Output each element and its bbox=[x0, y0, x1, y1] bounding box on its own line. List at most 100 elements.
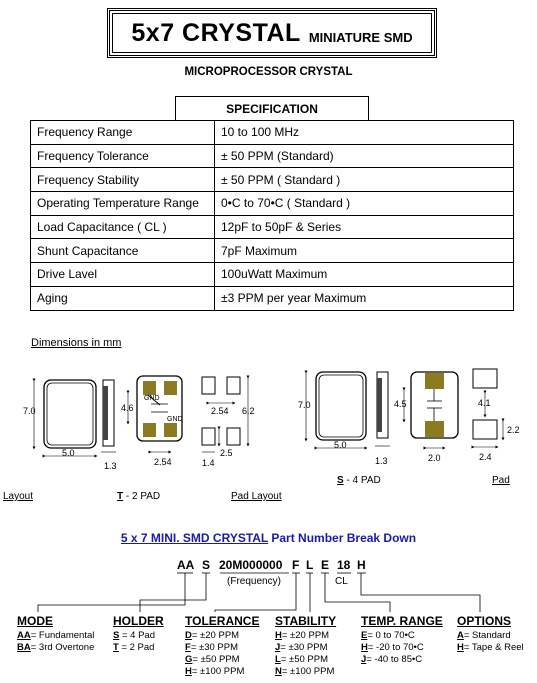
s-package-side-drawing bbox=[375, 371, 390, 447]
list-item: AA= Fundamental bbox=[17, 630, 95, 641]
pn-code-s: S bbox=[202, 558, 211, 572]
spec-value: ±3 PPM per year Maximum bbox=[214, 285, 514, 311]
spec-param: Operating Temperature Range bbox=[30, 191, 215, 216]
list-item: F= ±30 PPM bbox=[185, 642, 239, 653]
dimensions-title: Dimensions in mm bbox=[31, 337, 122, 349]
list-item: H= Tape & Reel bbox=[457, 642, 524, 653]
s-dim-land-pitch: 2.4 bbox=[479, 452, 492, 462]
pn-freq-label: (Frequency) bbox=[227, 576, 281, 587]
tolerance-heading: TOLERANCE bbox=[185, 614, 260, 628]
s-dim-pad-h: 4.5 bbox=[394, 399, 407, 409]
table-row: Aging±3 PPM per year Maximum bbox=[30, 285, 514, 311]
t-gnd-label-1: GND bbox=[144, 395, 160, 402]
t-caption: T - 2 PAD bbox=[117, 491, 160, 502]
part-number-title-main: 5 x 7 MINI. SMD CRYSTAL bbox=[120, 531, 269, 545]
part-number-title-rest: Part Number Break Down bbox=[268, 531, 417, 545]
spec-value: 12pF to 50pF & Series bbox=[214, 214, 514, 240]
page-title-sub: MINIATURE SMD bbox=[308, 29, 413, 45]
s-caption-code: S bbox=[337, 475, 344, 486]
t-dim-pad-spacing: 2.54 bbox=[154, 457, 172, 467]
tolerance-list: D= ±20 PPM F= ±30 PPM G= ±50 PPM H= ±100… bbox=[185, 630, 244, 678]
s-caption: S - 4 PAD bbox=[337, 475, 381, 486]
spec-param: Frequency Stability bbox=[30, 167, 215, 193]
holder-list: S = 4 Pad T = 2 Pad bbox=[113, 630, 155, 654]
spec-value: 10 to 100 MHz bbox=[214, 120, 514, 145]
spec-value: ± 50 PPM (Standard) bbox=[214, 143, 514, 169]
page-subtitle: MICROPROCESSOR CRYSTAL bbox=[184, 66, 353, 78]
list-item: E= 0 to 70•C bbox=[361, 630, 415, 641]
spec-value: 7pF Maximum bbox=[214, 238, 514, 264]
t-package-side-drawing bbox=[101, 379, 116, 453]
pad-caption: Pad bbox=[492, 475, 510, 486]
table-row: Load Capacitance ( CL )12pF to 50pF & Se… bbox=[30, 214, 514, 240]
dimension-drawings: 7.0 5.0 1.3 GND GND 4.6 2.54 2.54 6.2 1.… bbox=[23, 368, 520, 471]
part-number-connectors bbox=[37, 572, 481, 612]
t-dim-pad-pitch: 2.54 bbox=[211, 406, 229, 416]
t-dim-width: 5.0 bbox=[62, 448, 75, 458]
t-dim-height: 7.0 bbox=[23, 406, 36, 416]
table-row: Frequency Tolerance± 50 PPM (Standard) bbox=[30, 143, 514, 169]
spec-value: 100uWatt Maximum bbox=[214, 262, 514, 287]
list-item: BA= 3rd Overtone bbox=[17, 642, 95, 653]
mode-heading: MODE bbox=[17, 614, 53, 628]
t-package-bottom-drawing bbox=[126, 375, 183, 454]
spec-param: Load Capacitance ( CL ) bbox=[30, 214, 215, 240]
spec-param: Drive Lavel bbox=[30, 262, 215, 287]
list-item: H= ±20 PPM bbox=[275, 630, 330, 641]
options-heading: OPTIONS bbox=[457, 614, 512, 628]
s-dim-width: 5.0 bbox=[334, 440, 347, 450]
list-item: G= ±50 PPM bbox=[185, 654, 240, 665]
temp-range-heading: TEMP. RANGE bbox=[361, 614, 443, 628]
t-caption-text: - 2 PAD bbox=[123, 491, 161, 502]
list-item: J= ±30 PPM bbox=[275, 642, 328, 653]
t-pad-layout-drawing bbox=[201, 375, 250, 453]
pad-layout-caption: Pad Layout bbox=[231, 491, 282, 502]
list-item: S = 4 Pad bbox=[113, 630, 155, 641]
t-package-body-drawing bbox=[32, 378, 98, 458]
spec-value: ± 50 PPM ( Standard ) bbox=[214, 167, 514, 193]
spec-param: Shunt Capacitance bbox=[30, 238, 215, 264]
s-dim-height: 7.0 bbox=[298, 400, 311, 410]
list-item: T = 2 Pad bbox=[113, 642, 155, 653]
pn-code-h: H bbox=[357, 558, 366, 572]
pn-code-aa: AA bbox=[177, 558, 195, 572]
pn-code-freq: 20M000000 bbox=[219, 558, 283, 572]
pn-cl-label: CL bbox=[335, 576, 348, 587]
s-caption-text: - 4 PAD bbox=[343, 475, 381, 486]
list-item: L= ±50 PPM bbox=[275, 654, 329, 665]
s-package-body-drawing bbox=[304, 370, 368, 450]
s-dim-land-w: 4.1 bbox=[478, 398, 491, 408]
spec-param: Aging bbox=[30, 285, 215, 311]
t-dim-pad-gap: 2.5 bbox=[220, 448, 233, 458]
s-dim-pad-w: 2.0 bbox=[428, 453, 441, 463]
t-gnd-label-2: GND bbox=[167, 416, 183, 423]
s-dim-land-h: 2.2 bbox=[507, 425, 520, 435]
list-item: D= ±20 PPM bbox=[185, 630, 240, 641]
spec-heading: SPECIFICATION bbox=[175, 96, 369, 120]
list-item: H= ±100 PPM bbox=[185, 666, 245, 677]
options-list: A= Standard H= Tape & Reel bbox=[457, 630, 524, 654]
table-row: Frequency Stability± 50 PPM ( Standard ) bbox=[30, 167, 514, 193]
page-title: 5x7 CRYSTAL bbox=[131, 18, 301, 47]
title-box: 5x7 CRYSTAL MINIATURE SMD bbox=[107, 8, 437, 58]
list-item: J= -40 to 85•C bbox=[361, 654, 423, 665]
s-pad-layout-drawing bbox=[471, 368, 505, 449]
spec-value: 0•C to 70•C ( Standard ) bbox=[214, 191, 514, 216]
temp-range-list: E= 0 to 70•C H= -20 to 70•C J= -40 to 85… bbox=[361, 630, 424, 666]
pn-code-e: E bbox=[321, 558, 330, 572]
stability-heading: STABILITY bbox=[275, 614, 337, 628]
pn-code-f: F bbox=[292, 558, 300, 572]
t-dim-thick: 1.3 bbox=[104, 461, 117, 471]
mode-list: AA= Fundamental BA= 3rd Overtone bbox=[17, 630, 94, 654]
holder-heading: HOLDER bbox=[113, 614, 164, 628]
s-dim-thick: 1.3 bbox=[375, 456, 388, 466]
t-caption-code: T bbox=[117, 491, 124, 502]
t-dim-pad-h: 4.6 bbox=[121, 403, 134, 413]
spec-param: Frequency Tolerance bbox=[30, 143, 215, 169]
list-item: A= Standard bbox=[457, 630, 511, 641]
